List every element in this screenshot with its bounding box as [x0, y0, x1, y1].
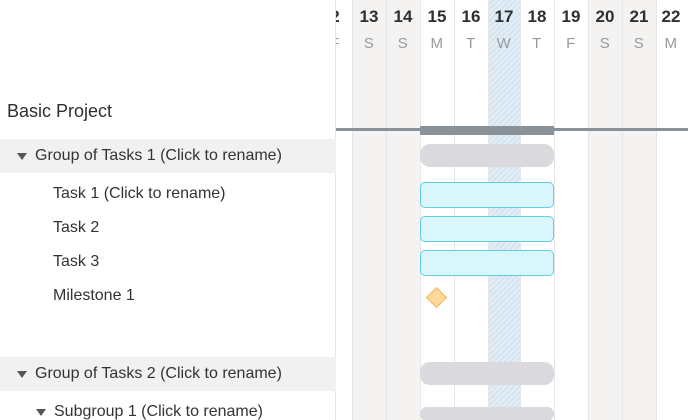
task-label[interactable]: Task 3 [53, 253, 100, 270]
day-column-today [488, 0, 520, 420]
day-letter: F [566, 35, 576, 52]
task-label[interactable]: Task 2 [53, 219, 100, 236]
day-column [420, 0, 454, 420]
day-number: 16 [461, 7, 481, 26]
day-column-weekend [386, 0, 420, 420]
day-column-weekend [588, 0, 622, 420]
milestone-label[interactable]: Milestone 1 [53, 287, 135, 304]
group-label[interactable]: Group of Tasks 1 (Click to rename) [35, 147, 282, 164]
group-bar-1[interactable] [420, 144, 554, 167]
task-list-panel: Basic Project Group of Tasks 1 (Click to… [0, 0, 336, 420]
subgroup-row-1[interactable]: Subgroup 1 (Click to rename) [0, 395, 336, 420]
project-title[interactable]: Basic Project [7, 101, 113, 121]
timeline-chart: 2 13 14 15 16 17 18 19 20 21 22 F S S M … [336, 0, 688, 420]
day-letter: F [336, 35, 352, 52]
collapse-triangle-icon[interactable] [17, 152, 27, 160]
task-bar-3[interactable] [420, 250, 554, 276]
task-bar-2[interactable] [420, 216, 554, 242]
task-row-2[interactable]: Task 2 [0, 211, 336, 245]
day-letter: T [532, 35, 542, 52]
group-row-1[interactable]: Group of Tasks 1 (Click to rename) [0, 139, 336, 173]
collapse-triangle-icon[interactable] [17, 370, 27, 378]
day-column [520, 0, 554, 420]
day-letter: S [363, 35, 375, 52]
day-number: 21 [629, 7, 649, 26]
day-number: 2 [336, 7, 352, 27]
task-row-1[interactable]: Task 1 (Click to rename) [0, 177, 336, 211]
subgroup-label[interactable]: Subgroup 1 (Click to rename) [54, 403, 263, 420]
day-letter: M [430, 35, 444, 52]
day-column-weekend [352, 0, 386, 420]
subgroup-bar-1[interactable] [420, 407, 554, 420]
project-summary-bar[interactable] [420, 126, 554, 135]
collapse-triangle-icon[interactable] [36, 408, 46, 416]
day-number: 22 [661, 7, 681, 26]
day-letter: T [466, 35, 476, 52]
day-column [656, 0, 688, 420]
group-label[interactable]: Group of Tasks 2 (Click to rename) [35, 365, 282, 382]
task-label[interactable]: Task 1 (Click to rename) [53, 185, 226, 202]
day-number: 13 [359, 7, 379, 26]
day-number: 18 [527, 7, 547, 26]
day-letter: S [397, 35, 409, 52]
day-number: 19 [561, 7, 581, 26]
day-number: 20 [595, 7, 615, 26]
day-column [454, 0, 488, 420]
day-column [336, 0, 352, 420]
day-column-weekend [622, 0, 656, 420]
milestone-row-1[interactable]: Milestone 1 [0, 279, 336, 313]
group-bar-2[interactable] [420, 362, 554, 385]
day-letter: M [664, 35, 678, 52]
task-row-3[interactable]: Task 3 [0, 245, 336, 279]
day-letter: W [496, 35, 512, 52]
day-number: 17 [494, 7, 514, 26]
group-row-2[interactable]: Group of Tasks 2 (Click to rename) [0, 357, 336, 391]
day-number: 14 [393, 7, 413, 26]
day-letter: S [599, 35, 611, 52]
day-column [554, 0, 588, 420]
day-number: 15 [427, 7, 447, 26]
task-bar-1[interactable] [420, 182, 554, 208]
day-letter: S [633, 35, 645, 52]
